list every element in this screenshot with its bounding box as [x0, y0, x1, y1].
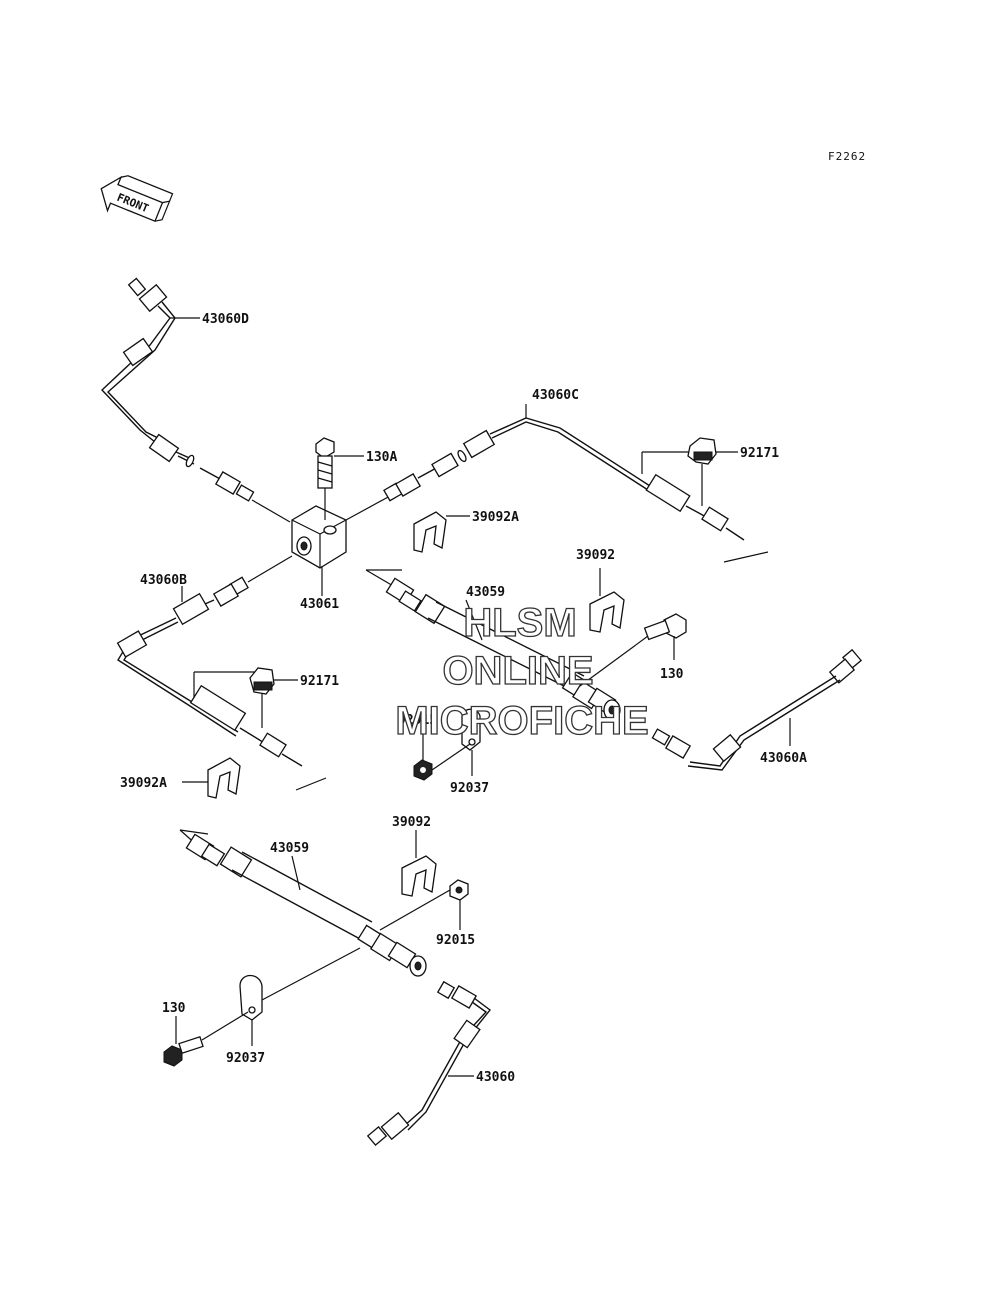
label-92037-mid: 92037 [450, 781, 489, 796]
label-43059-low: 43059 [270, 841, 309, 856]
label-43060B: 43060B [140, 573, 187, 588]
label-39092A-top: 39092A [472, 510, 519, 525]
bolt-130A [315, 437, 335, 520]
watermark-line1: HLSM [463, 601, 576, 645]
label-43060D: 43060D [202, 312, 249, 327]
clip-39092-top [589, 591, 625, 633]
label-43060C: 43060C [532, 388, 579, 403]
clip-92171-top [687, 437, 717, 506]
label-43060A: 43060A [760, 751, 807, 766]
clamp-92037-low [239, 947, 361, 1021]
clip-39092A-left [207, 757, 241, 799]
label-43061: 43061 [300, 597, 339, 612]
diagram-code: F2262 [828, 150, 866, 163]
watermark-line2: ONLINE [442, 649, 593, 693]
hose-43059-low [179, 829, 427, 977]
label-92015-mid: 92015 [398, 713, 437, 728]
hose-43059-mid [365, 569, 621, 721]
junction-block-43061 [291, 505, 347, 569]
label-43059-top: 43059 [466, 585, 505, 600]
label-92171-left: 92171 [300, 674, 339, 689]
label-39092A-left: 39092A [120, 776, 167, 791]
bolt-130-right [579, 613, 687, 687]
clip-39092-low [401, 855, 437, 897]
bolt-130-low [163, 1011, 249, 1067]
label-39092-top: 39092 [576, 548, 615, 563]
label-92015-low: 92015 [436, 933, 475, 948]
watermark: HLSM ONLINE MICROFICHE [395, 600, 650, 743]
cable-43060C [345, 417, 769, 563]
nut-92015-mid [413, 759, 433, 781]
clamp-92037-mid [431, 708, 481, 771]
watermark-line3: MICROFICHE [395, 699, 648, 743]
nut-92015-low [379, 879, 469, 931]
label-39092-low: 39092 [392, 815, 431, 830]
front-arrow-icon: FRONT [100, 175, 174, 223]
label-92171-top: 92171 [740, 446, 779, 461]
cable-43060D [101, 277, 291, 523]
cable-43060B [116, 555, 327, 791]
clip-39092A-top [413, 511, 447, 553]
clip-92171-left [249, 667, 275, 728]
label-130-low: 130 [162, 1001, 186, 1016]
cable-43060 [366, 980, 491, 1147]
label-43060: 43060 [476, 1070, 515, 1085]
label-130A: 130A [366, 450, 397, 465]
label-130-right: 130 [660, 667, 684, 682]
cable-43060A [651, 648, 863, 771]
label-92037-low: 92037 [226, 1051, 265, 1066]
